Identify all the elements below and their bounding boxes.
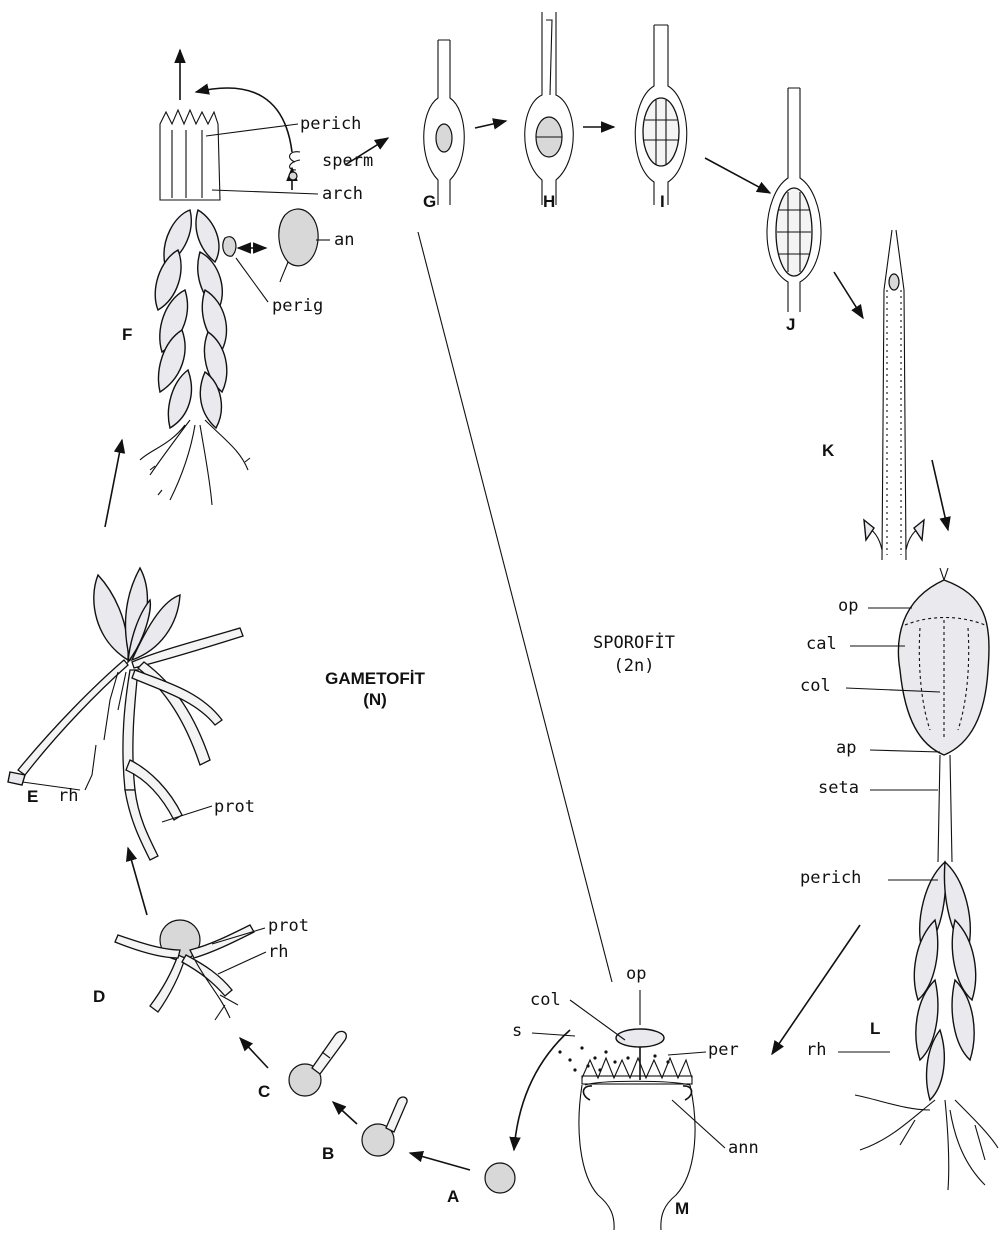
label-rhizoid-l: rh <box>806 1042 826 1059</box>
gametophyte-title: GAMETOFİT <box>325 668 425 689</box>
label-protonema-d: prot <box>268 918 309 935</box>
stage-f-gametophore <box>140 110 250 505</box>
label-operculum-m: op <box>626 966 646 983</box>
haploid-diploid-divider <box>418 232 612 982</box>
stage-e-young-gametophore <box>8 568 243 860</box>
label-apophysis: ap <box>836 740 856 757</box>
spore-cloud <box>558 1046 669 1071</box>
stage-c-germinating-spore <box>289 1031 346 1096</box>
stage-label-c: C <box>258 1083 270 1100</box>
label-sperm: sperm <box>322 153 373 170</box>
arrow-j-to-k <box>834 272 863 318</box>
label-rhizoid-d: rh <box>268 944 288 961</box>
label-perichaetium-f: perich <box>300 116 361 133</box>
gametophyte-ploidy: (N) <box>325 689 425 710</box>
label-perichaetium-l: perich <box>800 870 861 887</box>
label-operculum-l: op <box>838 598 858 615</box>
label-rhizoid-e: rh <box>58 788 78 805</box>
stage-label-d: D <box>93 988 105 1005</box>
label-seta: seta <box>818 780 859 797</box>
stage-j-embryo <box>767 88 821 312</box>
arrow-g-to-h <box>475 121 506 128</box>
arrow-m-to-a <box>514 1030 570 1150</box>
arrow-d-to-e <box>128 848 147 915</box>
stage-label-e: E <box>27 788 38 805</box>
stage-label-j: J <box>786 316 795 333</box>
label-archegonium: arch <box>322 186 363 203</box>
label-peristome: per <box>708 1042 739 1059</box>
label-annulus: ann <box>728 1140 759 1157</box>
stage-label-k: K <box>822 442 834 459</box>
arrow-a-to-b <box>410 1153 470 1170</box>
label-columella-m: col <box>530 992 561 1009</box>
cycle-arrows <box>105 50 948 1170</box>
sporophyte-region-label: SPOROFİT (2n) <box>584 632 684 678</box>
label-perigonium: perig <box>272 298 323 315</box>
stage-g-archegonium <box>424 40 465 205</box>
arrow-i-to-j <box>705 158 770 193</box>
stage-label-m: M <box>675 1200 689 1217</box>
antheridium-detail <box>279 209 318 282</box>
label-protonema-e: prot <box>214 799 255 816</box>
stage-label-h: H <box>543 193 555 210</box>
stage-d-protonema <box>115 920 254 1020</box>
stage-label-i: I <box>660 193 665 210</box>
stage-a-spore <box>485 1163 515 1193</box>
stage-label-f: F <box>122 326 132 343</box>
arrow-c-to-d <box>240 1038 268 1068</box>
stage-l-mature-sporophyte <box>855 568 998 1190</box>
stage-label-l: L <box>870 1020 880 1037</box>
sporophyte-ploidy: (2n) <box>584 655 684 678</box>
gametophyte-region-label: GAMETOFİT (N) <box>325 668 425 711</box>
arrow-l-to-m <box>772 925 860 1054</box>
label-spores: s <box>512 1023 522 1040</box>
stage-label-a: A <box>447 1188 459 1205</box>
stage-i-embryo <box>635 25 687 205</box>
stage-label-g: G <box>423 193 436 210</box>
stage-label-b: B <box>322 1145 334 1162</box>
stage-b-germinating-spore <box>362 1097 407 1156</box>
label-calyptra: cal <box>806 636 837 653</box>
stage-h-embryo <box>525 12 574 205</box>
arrow-e-to-f <box>105 440 122 527</box>
label-columella-l: col <box>800 678 831 695</box>
arrow-k-to-l <box>932 460 948 530</box>
stage-k-young-sporophyte <box>864 230 924 560</box>
label-antheridium: an <box>334 232 354 249</box>
sperm-detail <box>289 152 300 180</box>
sporophyte-title: SPOROFİT <box>584 632 684 655</box>
arrow-b-to-c <box>333 1102 357 1124</box>
